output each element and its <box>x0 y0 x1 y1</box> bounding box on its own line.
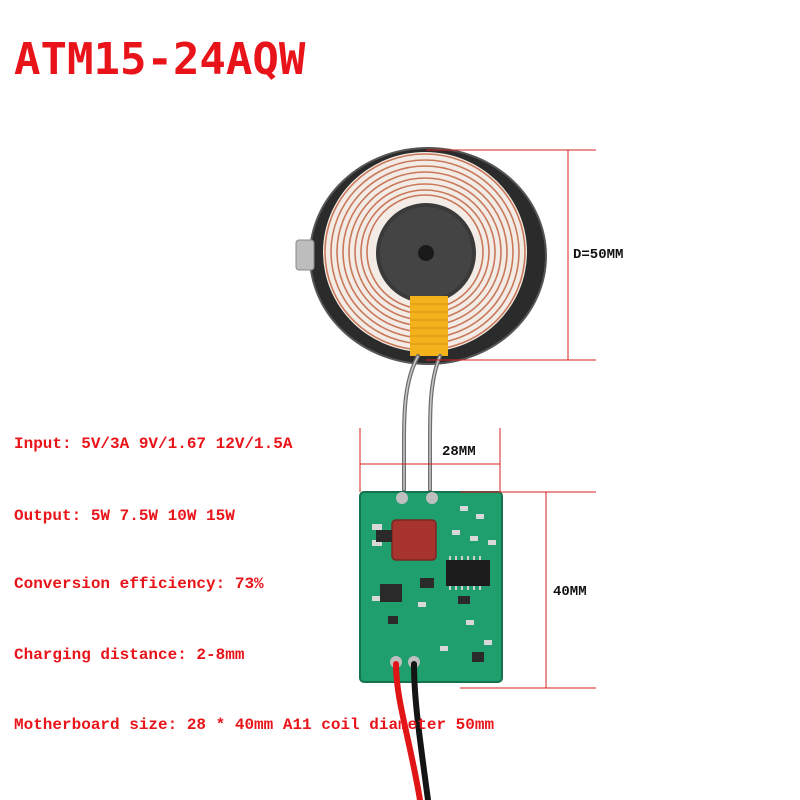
spec-size: Motherboard size: 28 * 40mm A11 coil dia… <box>14 716 495 734</box>
wireless-charging-coil <box>295 147 547 365</box>
board-width-label: 28MM <box>442 444 476 460</box>
output-cables <box>393 661 431 800</box>
board-height-label: 40MM <box>553 584 587 600</box>
spec-distance: Charging distance: 2-8mm <box>14 646 245 664</box>
board-width-dimension <box>359 428 501 492</box>
spec-efficiency: Conversion efficiency: 73% <box>14 575 264 593</box>
coil-diameter-label: D=50MM <box>573 247 624 263</box>
pcb-board <box>359 491 503 683</box>
spec-input: Input: 5V/3A 9V/1.67 12V/1.5A <box>14 435 293 453</box>
spec-output: Output: 5W 7.5W 10W 15W <box>14 507 235 525</box>
product-title: ATM15-24AQW <box>14 34 306 85</box>
board-height-dimension <box>460 491 596 689</box>
coil-diameter-dimension <box>426 149 596 361</box>
